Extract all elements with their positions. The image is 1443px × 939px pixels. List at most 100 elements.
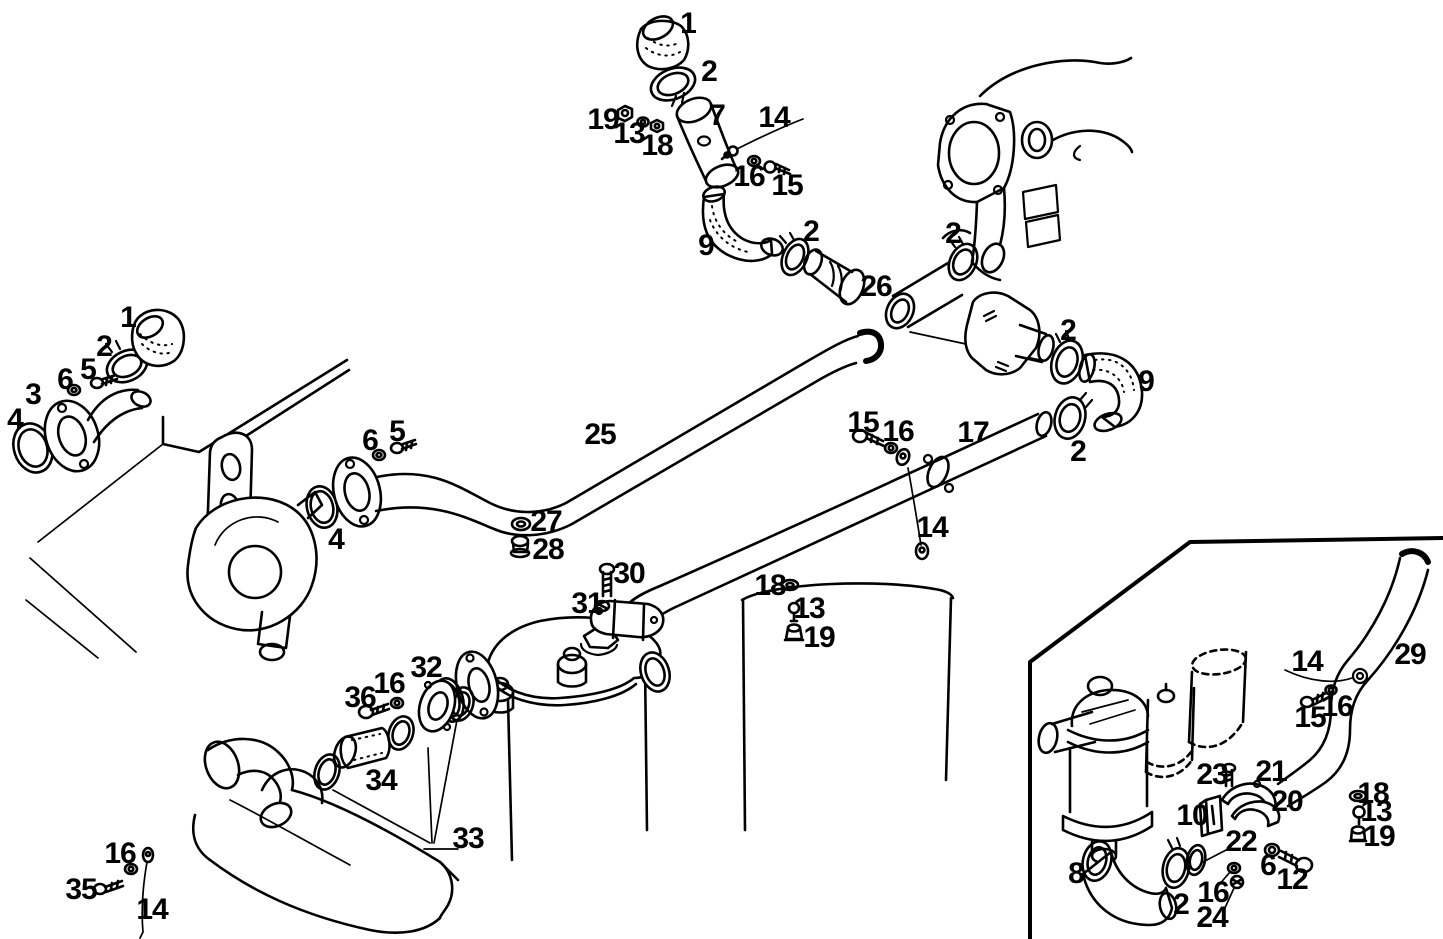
callout-27: 27 xyxy=(530,505,562,538)
callout-3: 3 xyxy=(25,378,42,411)
nut-18 xyxy=(649,118,665,134)
callout-15: 15 xyxy=(847,406,879,439)
callout-6: 6 xyxy=(1260,849,1277,882)
callout-18: 18 xyxy=(754,569,786,602)
callout-10: 10 xyxy=(1176,799,1208,832)
callout-1: 1 xyxy=(120,301,137,334)
callout-21: 21 xyxy=(1255,755,1287,788)
callout-4: 4 xyxy=(328,523,345,556)
inset-border xyxy=(1028,536,1443,939)
callout-19: 19 xyxy=(587,103,619,136)
clamp-2-top xyxy=(649,66,697,108)
callout-1: 1 xyxy=(680,7,697,40)
screw-35 xyxy=(92,879,125,896)
hose-1-left xyxy=(130,308,186,368)
bolt-23 xyxy=(1221,762,1237,788)
callout-17: 17 xyxy=(957,416,989,449)
washer-6-inset xyxy=(1263,842,1281,858)
callout-9: 9 xyxy=(1138,365,1155,398)
callout-2: 2 xyxy=(701,55,718,88)
callout-16: 16 xyxy=(104,837,136,870)
valve-19 xyxy=(783,623,805,642)
callout-5: 5 xyxy=(389,415,406,448)
callout-13: 13 xyxy=(793,592,825,625)
dipstick-14 xyxy=(139,846,155,939)
callout-16: 16 xyxy=(882,415,914,448)
callout-26: 26 xyxy=(860,270,892,303)
clevis-16-mid xyxy=(895,447,911,467)
callout-2: 2 xyxy=(96,330,113,363)
callout-22: 22 xyxy=(1225,825,1257,858)
callout-19: 19 xyxy=(1363,820,1395,853)
flange-3 xyxy=(43,399,101,473)
bracket-10 xyxy=(1198,794,1224,838)
callout-7: 7 xyxy=(709,99,726,132)
callout-4: 4 xyxy=(7,403,24,436)
elbow-hose-9-top xyxy=(701,185,784,263)
outlet-elbow-group-left xyxy=(12,308,186,474)
callout-8: 8 xyxy=(1068,857,1085,890)
callout-13: 13 xyxy=(1360,795,1392,828)
engine-manifold-top-right xyxy=(936,56,1134,376)
screw-15-mid xyxy=(851,428,886,448)
pipe-7 xyxy=(675,96,740,189)
bolt-30 xyxy=(598,562,616,598)
silencer-group xyxy=(92,679,475,939)
callout-9: 9 xyxy=(698,229,715,262)
nut-6 xyxy=(66,383,82,397)
pipe-26 xyxy=(884,261,1041,361)
callout-13: 13 xyxy=(613,117,645,150)
filter-cartridge-1 xyxy=(1144,682,1196,779)
seal-rings-33 xyxy=(313,686,475,791)
pin-21 xyxy=(1252,779,1262,789)
callout-2: 2 xyxy=(1060,314,1077,347)
filter-assembly xyxy=(332,562,955,862)
tie-rod-14 xyxy=(907,467,930,561)
filter-cartridge-2 xyxy=(1187,648,1248,749)
washer-31 xyxy=(593,599,611,613)
washer-27 xyxy=(510,516,532,532)
callout-34: 34 xyxy=(365,764,397,797)
callout-5: 5 xyxy=(80,353,97,386)
inset-box xyxy=(1028,536,1443,939)
breather-line-14 xyxy=(720,118,804,161)
callout-2: 2 xyxy=(945,217,962,250)
flange xyxy=(331,456,383,528)
callout-14: 14 xyxy=(916,511,948,544)
nut-24 xyxy=(1223,874,1245,911)
callout-36: 36 xyxy=(344,681,376,714)
callout-24: 24 xyxy=(1196,901,1228,934)
pin-13-inset xyxy=(1352,805,1366,826)
engine-block-left xyxy=(25,358,351,662)
callout-20: 20 xyxy=(1271,785,1303,818)
nut-19 xyxy=(616,104,634,123)
screw-15-top xyxy=(763,160,792,176)
bolt-12 xyxy=(1277,849,1314,874)
pin-13 xyxy=(787,601,801,623)
callout-2: 2 xyxy=(803,215,820,248)
callout-2: 2 xyxy=(1173,888,1190,921)
washer-18-inset xyxy=(1348,789,1368,803)
callout-16: 16 xyxy=(373,667,405,700)
callout-6: 6 xyxy=(57,363,74,396)
callout-16: 16 xyxy=(733,160,765,193)
callout-32: 32 xyxy=(410,651,442,684)
callout-29: 29 xyxy=(1394,638,1426,671)
callout-14: 14 xyxy=(758,101,790,134)
callout-16: 16 xyxy=(1321,690,1353,723)
silencer-body xyxy=(191,737,460,934)
elbow-hose-9-right xyxy=(1078,352,1144,433)
hose-1-top xyxy=(635,15,690,71)
callout-23: 23 xyxy=(1196,758,1228,791)
wire-14-inset xyxy=(1284,669,1353,683)
top-hose-assembly xyxy=(616,15,1041,361)
washer-16-top xyxy=(746,154,762,168)
clamp-20 xyxy=(1220,782,1281,828)
washer-16-inset2 xyxy=(1324,684,1338,696)
callout-30: 30 xyxy=(613,557,645,590)
callout-14: 14 xyxy=(1291,645,1323,678)
callout-28: 28 xyxy=(532,533,564,566)
